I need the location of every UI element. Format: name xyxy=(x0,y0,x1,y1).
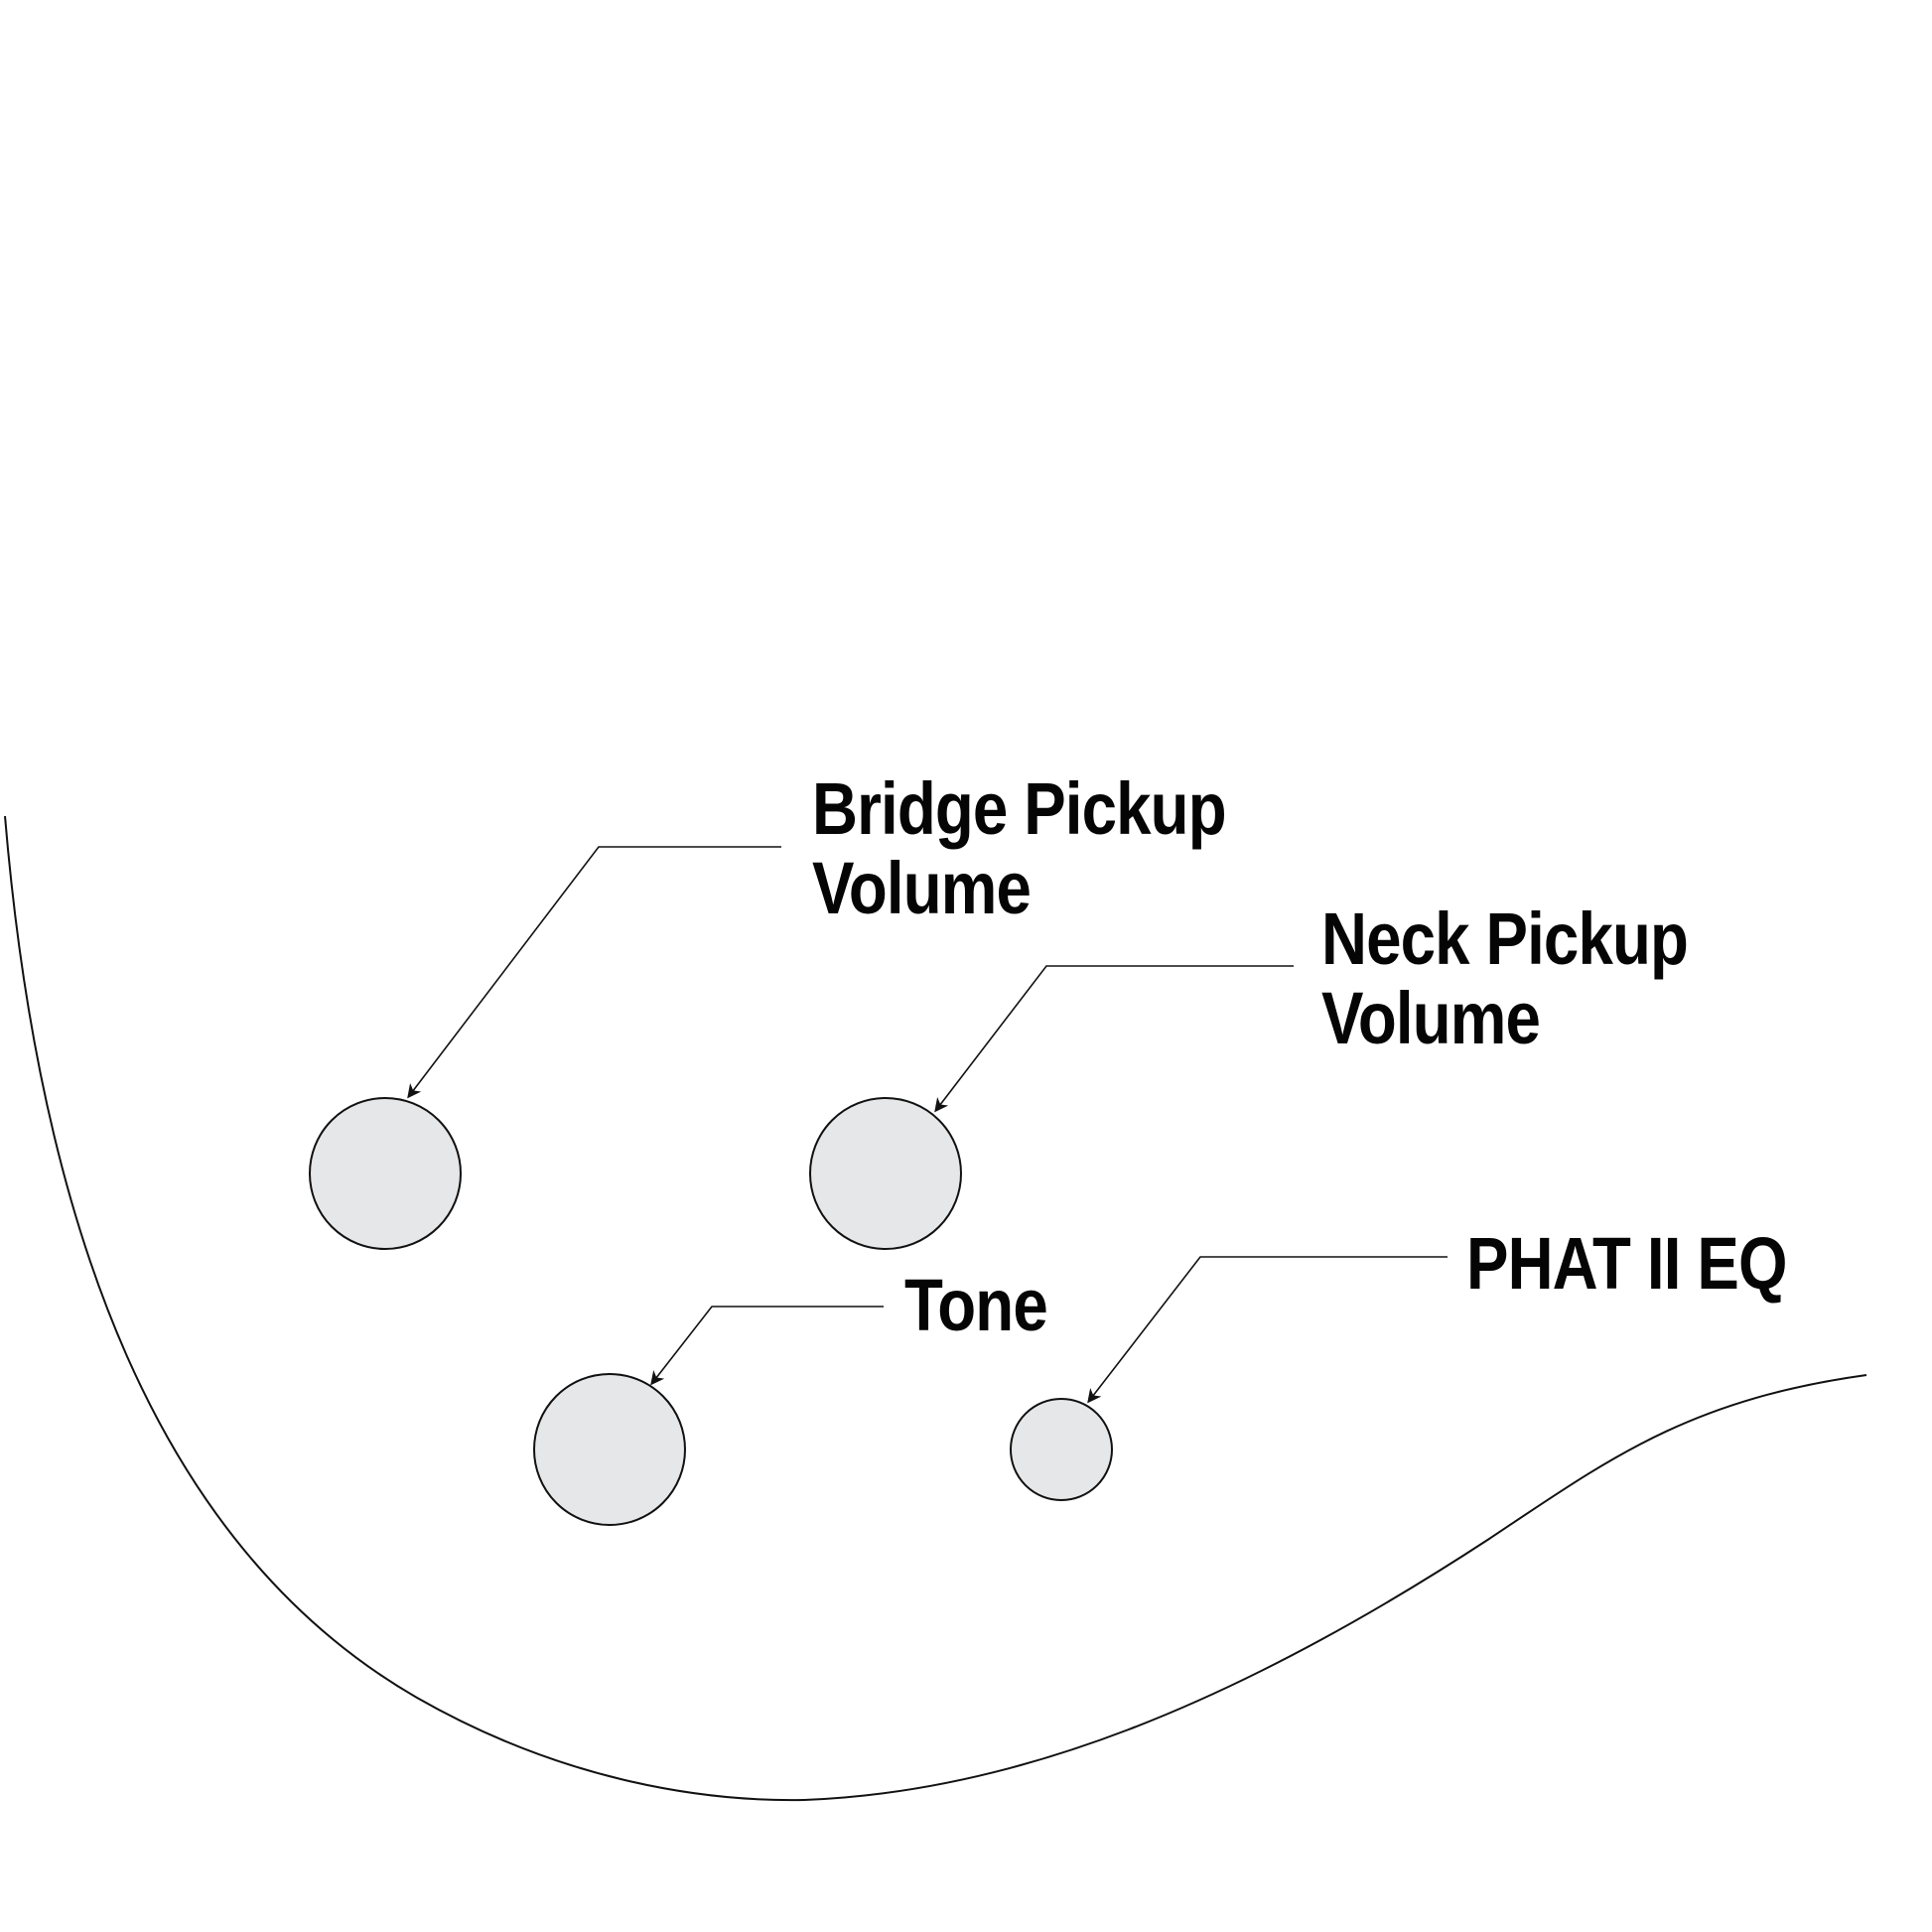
bridge-pickup-volume-leader-arrow xyxy=(407,846,781,1099)
bridge-pickup-volume-knob[interactable] xyxy=(309,1097,462,1250)
tone-leader-arrow xyxy=(650,1306,884,1386)
phat-ii-eq-knob[interactable] xyxy=(1010,1398,1113,1501)
neck-pickup-volume-label-line-2: Volume xyxy=(1321,977,1541,1059)
bridge-pickup-volume-label: Bridge Pickup Volume xyxy=(812,767,1227,929)
phat-ii-eq-label-line-1: PHAT II EQ xyxy=(1466,1222,1787,1305)
neck-pickup-volume-leader-arrow xyxy=(934,965,1294,1113)
phat-ii-eq-leader-arrow xyxy=(1087,1256,1448,1404)
bridge-pickup-volume-label-line-2: Volume xyxy=(812,847,1032,929)
tone-label-line-1: Tone xyxy=(904,1264,1048,1346)
neck-pickup-volume-knob[interactable] xyxy=(809,1097,962,1250)
tone-label: Tone xyxy=(904,1264,1048,1346)
neck-pickup-volume-label: Neck Pickup Volume xyxy=(1321,897,1689,1059)
phat-ii-eq-label: PHAT II EQ xyxy=(1466,1224,1787,1304)
neck-pickup-volume-label-line-1: Neck Pickup xyxy=(1321,897,1689,980)
tone-knob[interactable] xyxy=(533,1373,686,1526)
guitar-body-outline xyxy=(4,815,1867,1802)
bridge-pickup-volume-label-line-1: Bridge Pickup xyxy=(812,767,1227,850)
